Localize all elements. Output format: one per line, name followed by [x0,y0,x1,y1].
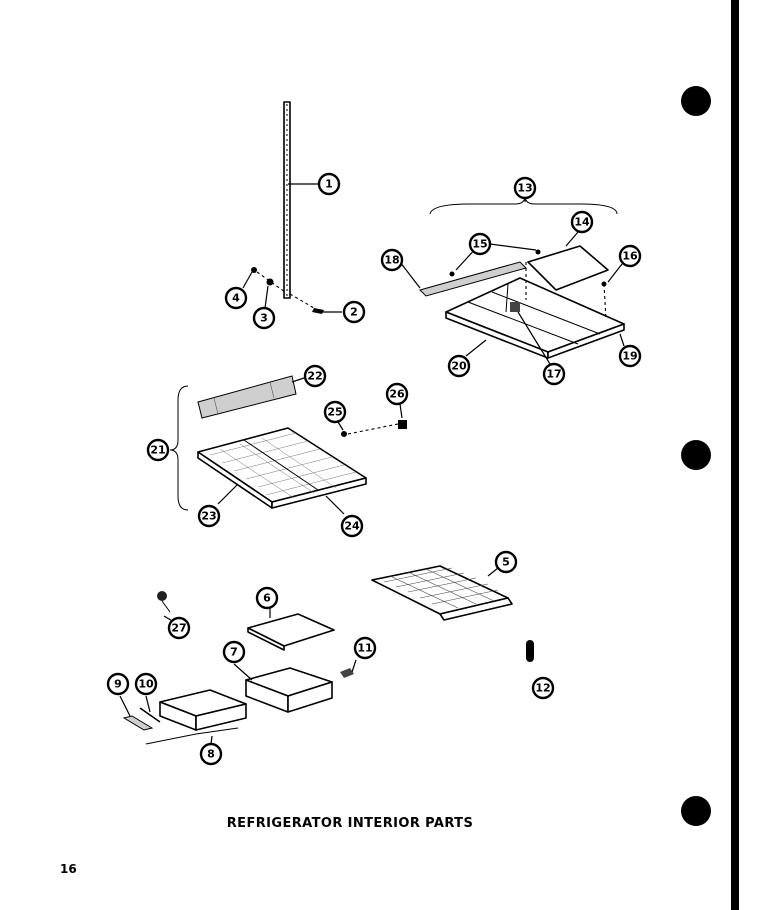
svg-text:12: 12 [535,682,550,695]
callout-6: 6 [255,586,279,610]
svg-text:11: 11 [357,642,372,655]
svg-text:6: 6 [263,592,271,605]
svg-text:24: 24 [344,520,360,533]
callout-11: 11 [353,636,377,660]
callout-27: 27 [167,616,191,640]
callout-7: 7 [222,640,246,664]
callout-26: 26 [385,382,409,406]
svg-text:1: 1 [325,178,333,191]
punch-hole-bottom [681,796,711,826]
callout-2: 2 [342,300,366,324]
rail-screws [251,267,324,314]
callout-9: 9 [106,672,130,696]
middle-shelf-assembly [169,375,407,511]
callout-18: 18 [380,248,404,272]
svg-text:4: 4 [232,292,240,305]
binder-edge-bar [731,0,739,910]
svg-text:19: 19 [622,350,637,363]
page-title: REFRIGERATOR INTERIOR PARTS [226,816,474,831]
shelf-rail [283,101,291,299]
svg-text:5: 5 [502,556,510,569]
svg-text:2: 2 [350,306,358,319]
punch-hole-middle [681,440,711,470]
svg-text:16: 16 [622,250,638,263]
svg-text:8: 8 [207,748,215,761]
callout-14: 14 [570,210,594,234]
callout-13: 13 [513,176,537,200]
callout-8: 8 [199,742,223,766]
wire-shelf [371,565,513,621]
page-number: 16 [60,862,77,876]
callout-10: 10 [134,672,158,696]
svg-text:14: 14 [574,216,590,229]
callout-15: 15 [468,232,492,256]
leader-lines [119,183,625,745]
svg-text:9: 9 [114,678,122,691]
svg-text:23: 23 [201,510,216,523]
svg-text:10: 10 [138,678,154,691]
callout-12: 12 [531,676,555,700]
callout-23: 23 [197,504,221,528]
svg-text:27: 27 [171,622,186,635]
callout-4: 4 [224,286,248,310]
svg-text:26: 26 [389,388,405,401]
callout-3: 3 [252,306,276,330]
callout-20: 20 [447,354,471,378]
callout-21: 21 [146,438,170,462]
callout-25: 25 [323,400,347,424]
svg-text:7: 7 [230,646,238,659]
callout-17: 17 [542,362,566,386]
callout-16: 16 [618,244,642,268]
callout-19: 19 [618,344,642,368]
lower-parts [122,591,534,745]
svg-text:20: 20 [451,360,467,373]
svg-text:18: 18 [384,254,399,267]
upper-shelf-assembly [419,195,625,359]
svg-text:3: 3 [260,312,268,325]
callout-24: 24 [340,514,364,538]
punch-hole-top [681,86,711,116]
callout-1: 1 [317,172,341,196]
svg-text:21: 21 [150,444,165,457]
svg-text:13: 13 [517,182,532,195]
svg-text:22: 22 [307,370,322,383]
svg-text:25: 25 [327,406,342,419]
callout-22: 22 [303,364,327,388]
callout-5: 5 [494,550,518,574]
svg-text:15: 15 [472,238,487,251]
svg-text:17: 17 [546,368,561,381]
